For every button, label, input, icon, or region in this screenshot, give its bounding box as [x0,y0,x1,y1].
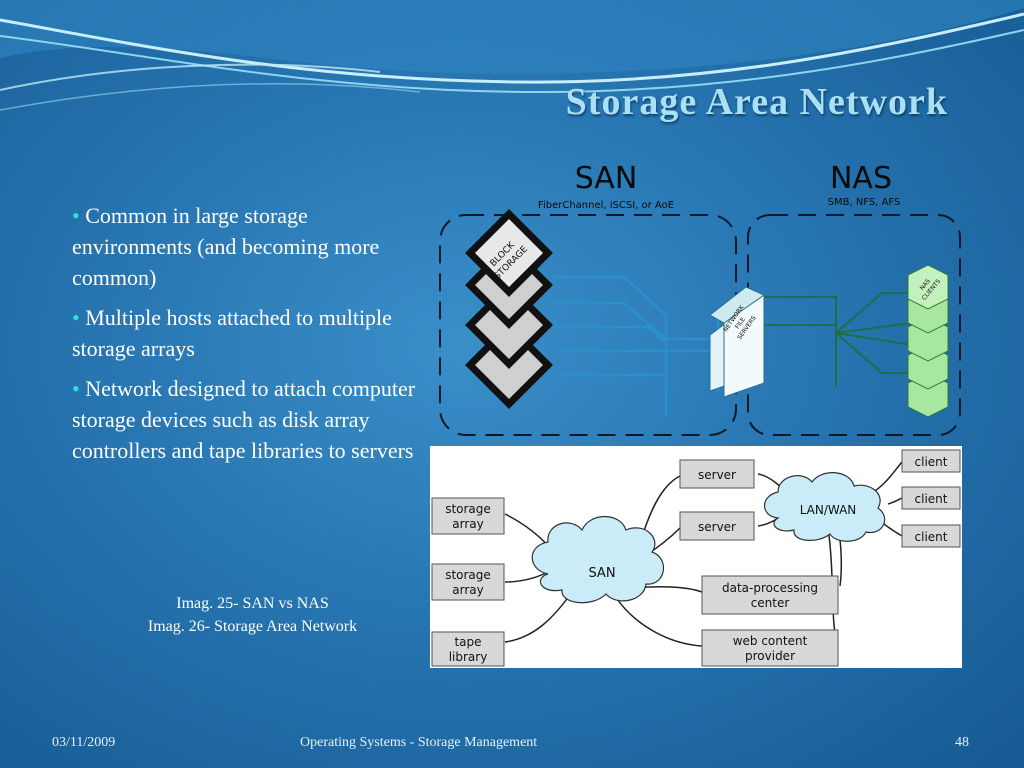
svg-text:client: client [915,492,948,506]
svg-text:storage: storage [445,568,491,582]
svg-text:client: client [915,530,948,544]
bullet-item: • Common in large storage environments (… [72,200,427,293]
client-2: client [901,486,961,510]
svg-text:array: array [452,517,483,531]
image-captions: Imag. 25- SAN vs NAS Imag. 26- Storage A… [100,592,405,638]
decorative-waves [0,0,1024,111]
nas-protocols: SMB, NFS, AFS [828,197,901,208]
server-1: server [679,459,755,489]
san-vs-nas-diagram: SAN FiberChannel, iSCSI, or AoE NAS SMB,… [439,161,961,436]
client-3: client [901,524,961,548]
block-storage-stack [465,209,553,409]
storage-array-1: storage array [431,497,505,535]
bullet-text: Common in large storage environments (an… [72,203,380,290]
san-topology-diagram: storage array storage array tape library… [430,446,962,668]
web-content-provider: web content provider [701,629,839,667]
svg-text:client: client [915,455,948,469]
bullet-text: Multiple hosts attached to multiple stor… [72,305,392,361]
svg-text:center: center [751,596,790,610]
server-2: server [679,511,755,541]
caption-san-vs-nas: Imag. 25- SAN vs NAS [176,595,329,612]
svg-text:storage: storage [445,502,491,516]
network-file-servers [709,286,766,398]
nas-heading: NAS [830,161,892,196]
svg-text:provider: provider [745,649,795,663]
svg-text:library: library [449,650,488,664]
footer-course: Operating Systems - Storage Management [300,735,538,750]
san-cloud: SAN [531,516,665,604]
bullet-item: • Network designed to attach computer st… [72,373,427,466]
svg-text:SAN: SAN [588,566,615,581]
svg-text:array: array [452,583,483,597]
bullet-text: Network designed to attach computer stor… [72,376,416,463]
data-processing-center: data-processing center [701,575,839,615]
slide-title: Storage Area Network [565,81,948,123]
san-connections [552,275,720,417]
bullet-item: • Multiple hosts attached to multiple st… [72,302,427,364]
tape-library: tape library [431,631,505,667]
caption-storage-area-network: Imag. 26- Storage Area Network [147,618,358,635]
svg-text:server: server [698,520,736,534]
footer-page-number: 48 [955,735,969,750]
svg-text:LAN/WAN: LAN/WAN [800,503,857,517]
client-1: client [901,449,961,473]
bullet-dot: • [72,376,86,401]
nas-connections [752,292,913,387]
san-heading: SAN [575,161,638,196]
lan-wan-cloud: LAN/WAN [763,472,886,542]
svg-text:tape: tape [454,635,481,649]
san-protocols: FiberChannel, iSCSI, or AoE [538,200,674,211]
svg-text:server: server [698,468,736,482]
bullet-dot: • [72,305,86,330]
svg-text:data-processing: data-processing [722,581,818,595]
nas-clients-stack [907,264,949,418]
footer-date: 03/11/2009 [52,735,116,750]
storage-array-2: storage array [431,563,505,601]
bullet-dot: • [72,203,86,228]
bullet-list: • Common in large storage environments (… [72,200,427,475]
svg-text:web content: web content [733,634,808,648]
